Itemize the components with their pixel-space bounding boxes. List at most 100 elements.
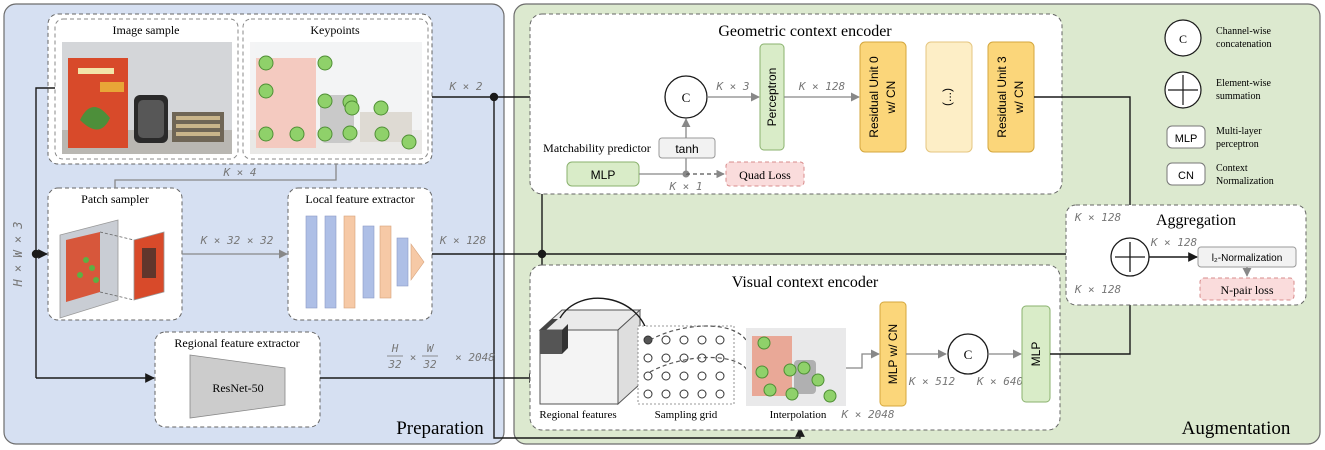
dim-perceptron-out: K × 128 xyxy=(798,80,846,93)
sampling-grid-dot xyxy=(679,353,689,363)
keypoint-markers xyxy=(258,55,417,150)
npair-loss-box xyxy=(1199,277,1295,301)
legend-concat-symbol: C xyxy=(1179,32,1187,46)
keypoint-marker xyxy=(342,125,358,141)
residual-ellipsis-label: (...) xyxy=(940,88,954,106)
legend-sum-line2: summation xyxy=(1216,91,1260,102)
dim-regional-times: × xyxy=(410,351,417,364)
sampling-grid-dot xyxy=(697,371,707,381)
wire-cube-to-grid xyxy=(559,297,652,337)
dim-regional-frac-H: H xyxy=(391,342,399,355)
local-feature-extractor-box xyxy=(287,187,433,321)
dim-regional-ch: × 2048 xyxy=(455,351,495,364)
interpolation-marker xyxy=(797,361,811,375)
dim-interp-out: K × 2048 xyxy=(841,408,895,421)
vis-concat-symbol: C xyxy=(964,347,973,362)
residual-unit-0-sub: w/ CN xyxy=(884,81,898,115)
keypoint-marker xyxy=(258,126,274,142)
interpolation-marker xyxy=(757,336,771,350)
interpolation-label: Interpolation xyxy=(770,409,827,421)
legend-mlp-label: MLP xyxy=(1175,133,1198,145)
dim-agg-out: K × 128 xyxy=(1150,236,1198,249)
visual-encoder-title: Visual context encoder xyxy=(732,274,879,291)
legend-concat-line1: Channel-wise xyxy=(1216,26,1272,37)
dim-concat-vis-out: K × 640 xyxy=(976,375,1024,388)
legend-cn-box xyxy=(1166,162,1206,186)
keypoint-marker xyxy=(289,126,305,142)
sampling-grid-label: Sampling grid xyxy=(655,409,718,421)
dim-agg-in-top: K × 128 xyxy=(1074,211,1122,224)
dim-image-input: H × W × 3 xyxy=(11,221,25,287)
mlp-cn-label: MLP w/ CN xyxy=(886,324,900,384)
sampling-grid-dot xyxy=(661,335,671,345)
legend-mlp-box xyxy=(1166,125,1206,149)
keypoint-marker xyxy=(317,126,333,142)
sampling-grid-dot xyxy=(679,371,689,381)
local-feature-layers xyxy=(305,215,425,309)
matchability-predictor-label: Matchability predictor xyxy=(543,141,651,155)
residual-unit-3-label: Residual Unit 3 xyxy=(995,56,1009,138)
quad-loss-box xyxy=(725,161,805,187)
augmentation-title: Augmentation xyxy=(1182,418,1291,439)
keypoint-marker xyxy=(317,93,333,109)
sampling-grid-dot xyxy=(661,389,671,399)
sampling-grid-dot xyxy=(643,353,653,363)
keypoint-marker xyxy=(317,55,333,71)
residual-unit-ellipsis xyxy=(925,41,973,153)
patch-sampler-illustration xyxy=(59,219,165,319)
legend-concat-icon xyxy=(1164,19,1202,57)
regional-features-label: Regional features xyxy=(539,409,616,421)
keypoint-marker xyxy=(401,134,417,150)
legend-cn-line1: Context xyxy=(1216,163,1248,174)
sampling-grid-dot xyxy=(643,389,653,399)
keypoints-frame xyxy=(242,18,429,160)
geo-concat-symbol: C xyxy=(682,90,691,105)
regional-features-cube xyxy=(538,308,642,406)
dim-regional-den-2: 32 xyxy=(422,358,437,371)
perceptron-label: Perceptron xyxy=(765,68,779,127)
interpolation-marker xyxy=(811,373,825,387)
keypoints-photo xyxy=(250,42,422,154)
dim-patch-out: K × 32 × 32 xyxy=(200,234,274,247)
sampling-grid-dot xyxy=(679,389,689,399)
keypoint-marker xyxy=(344,100,360,116)
keypoint-marker xyxy=(373,100,389,116)
interpolation-marker xyxy=(755,365,769,379)
sampling-grid-dot xyxy=(643,371,653,381)
dim-mlpcn-out: K × 512 xyxy=(908,375,956,388)
sampling-grid-dot xyxy=(679,335,689,345)
sampling-grid-dot xyxy=(715,389,725,399)
image-sample-label: Image sample xyxy=(113,23,180,37)
interpolation-marker xyxy=(783,363,797,377)
sampling-grid-dot xyxy=(643,335,653,345)
dim-mlp-out: K × 1 xyxy=(668,180,702,193)
residual-unit-3-sub: w/ CN xyxy=(1012,81,1026,115)
quad-loss-label: Quad Loss xyxy=(739,168,791,182)
wire-geo-to-aggregation xyxy=(1034,96,1135,239)
interpolation-marker xyxy=(763,383,777,397)
interpolation-marker xyxy=(785,387,799,401)
local-feature-extractor-label: Local feature extractor xyxy=(305,192,414,206)
dim-regional-den-1: 32 xyxy=(387,358,402,371)
legend-mlp-line1: Multi-layer xyxy=(1216,126,1262,137)
dim-regional-frac-W: W xyxy=(427,342,435,355)
wire-keypoints-to-patch xyxy=(114,164,337,188)
regional-feature-extractor-label: Regional feature extractor xyxy=(174,336,299,350)
dim-keypoints-out: K × 2 xyxy=(448,80,482,93)
dim-concat-geo-out: K × 3 xyxy=(715,80,749,93)
keypoint-marker xyxy=(258,55,274,71)
legend: C Channel-wise concatenation Element-wis… xyxy=(1164,19,1274,187)
preparation-title: Preparation xyxy=(396,418,484,439)
sampling-grid-dot xyxy=(661,353,671,363)
residual-unit-0-label: Residual Unit 0 xyxy=(867,56,881,138)
npair-loss-label: N-pair loss xyxy=(1221,283,1274,297)
legend-mlp-line2: perceptron xyxy=(1216,139,1259,150)
sampling-grid-dot xyxy=(661,371,671,381)
tanh-box xyxy=(658,137,716,159)
mlp-geo-label: MLP xyxy=(591,168,616,182)
interpolation-marker xyxy=(823,389,837,403)
wire-interp-to-mlpcn xyxy=(846,349,880,369)
wire-grid-arc-1 xyxy=(649,325,755,361)
dim-agg-in-bottom: K × 128 xyxy=(1074,283,1122,296)
